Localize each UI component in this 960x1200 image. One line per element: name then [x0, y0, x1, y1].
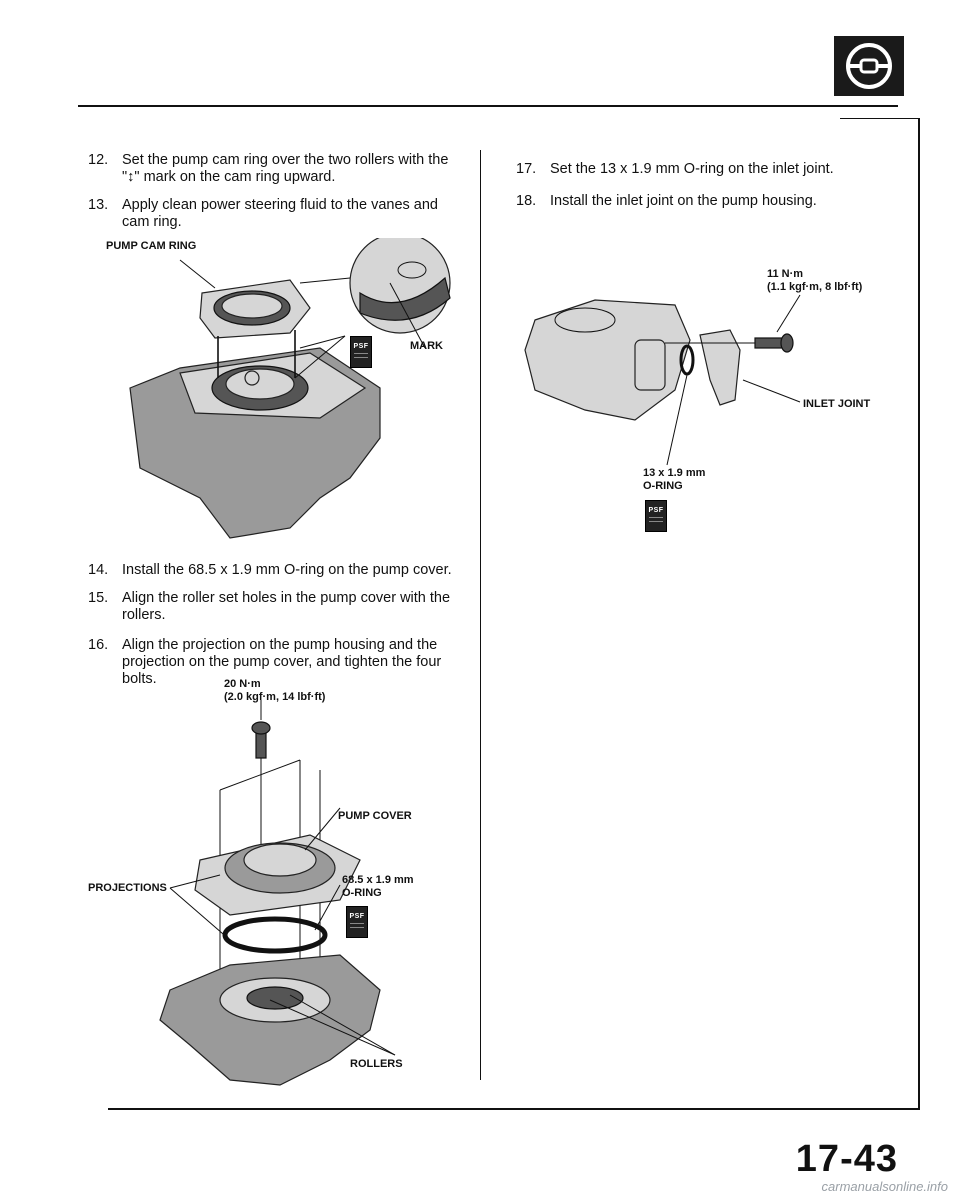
step-line: cam ring.	[122, 214, 182, 230]
torque-conversion: (1.1 kgf·m, 8 lbf·ft)	[767, 281, 863, 293]
steering-wheel-icon	[834, 36, 904, 96]
step-number: 13.	[88, 197, 109, 213]
step-17: 17. Set the 13 x 1.9 mm O-ring on the in…	[516, 161, 906, 179]
label-mark: MARK	[410, 340, 443, 352]
step-line: Install the inlet joint on the pump hous…	[550, 193, 817, 209]
step-12: 12. Set the pump cam ring over the two r…	[88, 152, 468, 188]
step-line: "↕" mark on the cam ring upward.	[122, 169, 336, 185]
step-number: 18.	[516, 193, 537, 209]
figure-inlet-joint: 11 N·m (1.1 kgf·m, 8 lbf·ft) INLET JOINT…	[515, 268, 915, 532]
psf-label: PSF	[353, 343, 369, 350]
psf-fluid-icon: PSF	[350, 336, 372, 368]
label-inlet-joint: INLET JOINT	[803, 398, 871, 410]
right-frame-line	[918, 118, 920, 1108]
step-text: Install the inlet joint on the pump hous…	[550, 193, 817, 210]
step-number: 14.	[88, 562, 109, 578]
psf-fluid-icon: PSF	[346, 906, 368, 938]
oring-name: O-RING	[643, 480, 683, 492]
step-15: 15. Align the roller set holes in the pu…	[88, 590, 468, 626]
torque-value: 11 N·m	[767, 268, 804, 280]
figure-inlet-joint-drawing	[524, 294, 801, 466]
step-text: Align the roller set holes in the pump c…	[122, 590, 450, 624]
label-projections: PROJECTIONS	[88, 882, 167, 894]
step-text: Install the 68.5 x 1.9 mm O-ring on the …	[122, 562, 452, 579]
psf-label: PSF	[349, 913, 365, 920]
step-number: 17.	[516, 161, 537, 177]
step-text: Set the 13 x 1.9 mm O-ring on the inlet …	[550, 161, 834, 178]
step-line: Set the 13 x 1.9 mm O-ring on the inlet …	[550, 161, 834, 177]
psf-label: PSF	[648, 507, 664, 514]
torque-conversion: (2.0 kgf·m, 14 lbf·ft)	[224, 691, 326, 703]
step-16: 16. Align the projection on the pump hou…	[88, 637, 468, 689]
column-divider	[480, 150, 481, 1080]
label-pump-cover: PUMP COVER	[338, 810, 412, 822]
label-torque-20nm: 20 N·m (2.0 kgf·m, 14 lbf·ft)	[224, 678, 325, 704]
step-line: projection on the pump cover, and tighte…	[122, 654, 442, 670]
watermark: carmanualsonline.info	[821, 1179, 948, 1194]
figure-pump-cam-ring-drawing	[129, 232, 451, 539]
figure-pump-cover: 20 N·m (2.0 kgf·m, 14 lbf·ft) PUMP COVER…	[80, 678, 480, 1090]
step-number: 15.	[88, 590, 109, 606]
label-oring-13: 13 x 1.9 mm O-RING	[643, 467, 705, 493]
step-line: Align the roller set holes in the pump c…	[122, 590, 451, 606]
page-number: 17-43	[795, 1138, 898, 1180]
step-text: Align the projection on the pump housing…	[122, 637, 441, 688]
right-frame-top	[840, 118, 920, 119]
label-pump-cam-ring: PUMP CAM RING	[106, 240, 197, 252]
label-rollers: ROLLERS	[350, 1058, 403, 1070]
step-18: 18. Install the inlet joint on the pump …	[516, 193, 906, 211]
step-line: Align the projection on the pump housing…	[122, 637, 438, 653]
oring-size: 13 x 1.9 mm	[643, 467, 706, 479]
header-rule	[78, 105, 898, 107]
step-line: bolts.	[122, 671, 157, 687]
oring-name: O-RING	[342, 887, 382, 899]
step-text: Apply clean power steering fluid to the …	[122, 197, 438, 231]
step-number: 12.	[88, 152, 109, 168]
torque-value: 20 N·m	[224, 678, 261, 690]
step-line: Install the 68.5 x 1.9 mm O-ring on the …	[122, 562, 452, 578]
step-number: 16.	[88, 637, 109, 653]
label-oring-68-5: 68.5 x 1.9 mm O-RING	[342, 874, 414, 900]
psf-fluid-icon: PSF	[645, 500, 667, 532]
step-line: Set the pump cam ring over the two rolle…	[122, 152, 449, 168]
step-line: Apply clean power steering fluid to the …	[122, 197, 438, 213]
step-text: Set the pump cam ring over the two rolle…	[122, 152, 448, 186]
step-line: rollers.	[122, 607, 166, 623]
label-torque-11nm: 11 N·m (1.1 kgf·m, 8 lbf·ft)	[767, 268, 862, 294]
footer-rule	[108, 1108, 920, 1110]
step-14: 14. Install the 68.5 x 1.9 mm O-ring on …	[88, 562, 468, 580]
oring-size: 68.5 x 1.9 mm	[342, 874, 414, 886]
step-13: 13. Apply clean power steering fluid to …	[88, 197, 468, 233]
figure-pump-cam-ring: PUMP CAM RING MARK PSF	[106, 232, 480, 548]
figure-pump-cover-drawing	[159, 698, 396, 1086]
